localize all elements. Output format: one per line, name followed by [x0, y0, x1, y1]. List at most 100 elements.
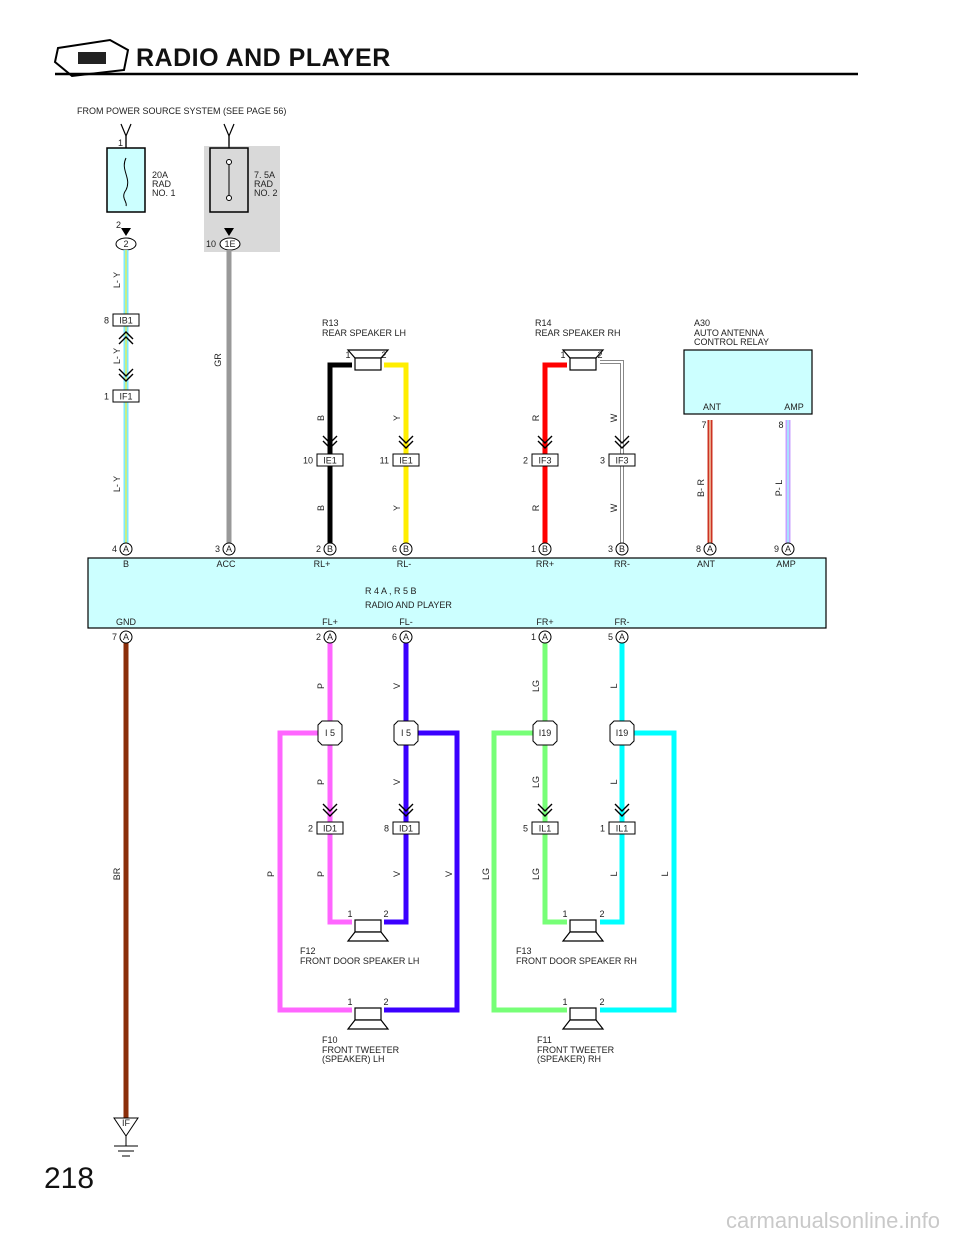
- front-speaker-pin-3: 2: [599, 909, 604, 919]
- wire-color-label-11: W: [609, 503, 619, 512]
- connector-id1-a: [316, 821, 344, 835]
- connector-ib1-pin: 8: [104, 316, 109, 326]
- unit-pin-B-num: 4: [112, 544, 117, 554]
- rear-speaker-rh: [569, 357, 597, 371]
- connector-ib1-label: IB1: [119, 316, 133, 326]
- rear-speaker-pin-3: 2: [597, 350, 602, 360]
- fuse-rad1-arrow: [121, 228, 131, 236]
- connector-ib1-chevron: [118, 336, 134, 345]
- connector-il1-a: [531, 821, 559, 835]
- radio-player-code: R 4 A , R 5 B: [365, 586, 417, 596]
- rear-speaker-lh-id: R13: [322, 318, 339, 328]
- fuse-rad2-label: NO. 2: [254, 188, 278, 198]
- wire-lg: [542, 643, 567, 925]
- connector-ie1-a-pin: 10: [303, 456, 313, 466]
- front-speaker-pin-4: 1: [347, 997, 352, 1007]
- wire-r: [542, 362, 567, 543]
- radio-player-icon: [53, 38, 130, 78]
- connector-id1-a-label: ID1: [323, 824, 337, 834]
- unit-pin-name-FR+: FR+: [536, 617, 553, 627]
- wire-color-label-15: P: [316, 683, 326, 689]
- unit-pin-FL--conn: A: [403, 632, 409, 642]
- connector-if3-a-chevron: [537, 440, 553, 449]
- front-door-speaker-lh-cone: [346, 931, 390, 942]
- unit-pin-RR+-num: 1: [531, 544, 536, 554]
- connector-il1-b-label: IL1: [616, 824, 629, 834]
- wire-color-label-12: B- R: [696, 478, 706, 497]
- wire-color-label-26: LG: [481, 868, 491, 880]
- unit-pin-B-conn: A: [123, 544, 129, 554]
- connector-id1-b-chevron: [398, 808, 414, 817]
- unit-pin-name-GND: GND: [116, 617, 137, 627]
- fuse-rad2-pin: 10: [206, 239, 216, 249]
- radio-icon-display: [78, 52, 106, 64]
- wire-color-label-16: P: [316, 779, 326, 785]
- ground-connector: [113, 1117, 139, 1137]
- front-door-speaker-lh-id: F12: [300, 946, 316, 956]
- unit-pin-RL+-num: 2: [316, 544, 321, 554]
- unit-pin-FR+-conn: A: [542, 632, 548, 642]
- unit-pin-name-ACC: ACC: [216, 559, 236, 569]
- unit-pin-GND: [119, 630, 133, 644]
- wire-color-label-20: V: [392, 779, 402, 785]
- connector-ie1-a-chevron: [322, 435, 338, 444]
- power-source-label: FROM POWER SOURCE SYSTEM (SEE PAGE 56): [77, 106, 286, 116]
- connector-if1: [112, 389, 140, 403]
- front-speaker-pin-7: 2: [599, 997, 604, 1007]
- connector-if3-a-pin: 2: [523, 456, 528, 466]
- unit-pin-name-B: B: [123, 559, 129, 569]
- front-door-speaker-rh: [569, 919, 597, 933]
- unit-pin-FR+: [538, 630, 552, 644]
- wire-color-label-2: L- Y: [112, 476, 122, 492]
- connector-il1-b-pin: 1: [600, 824, 605, 834]
- unit-pin-FR--conn: A: [619, 632, 625, 642]
- connector-ie1-a-chevron: [322, 440, 338, 449]
- junction-connector-2-label: I19: [539, 728, 552, 738]
- power-arrow-0: [120, 123, 132, 138]
- power-arrow-1: [223, 123, 235, 138]
- unit-pin-GND-num: 7: [112, 632, 117, 642]
- page-number: 218: [44, 1162, 95, 1195]
- connector-id1-b-label: ID1: [399, 824, 413, 834]
- unit-pin-RR+: [538, 542, 552, 556]
- junction-connector-0-label: I 5: [325, 728, 335, 738]
- connector-if1-pin: 1: [104, 392, 109, 402]
- unit-pin-name-FL+: FL+: [322, 617, 338, 627]
- front-tweeter-rh-name: (SPEAKER) RH: [537, 1054, 601, 1064]
- unit-pin-FR+-num: 1: [531, 632, 536, 642]
- watermark: carmanualsonline.info: [725, 1208, 940, 1233]
- connector-il1-a-label: IL1: [539, 824, 552, 834]
- rear-speaker-lh-name: REAR SPEAKER LH: [322, 328, 406, 338]
- radio-player-unit: [87, 557, 827, 629]
- wire-color-label-18: P: [266, 871, 276, 877]
- wire-color-label-29: L: [609, 871, 619, 876]
- wire-color-label-28: L: [609, 779, 619, 784]
- relay-name: AUTO ANTENNA: [694, 328, 764, 338]
- unit-pin-AMP: [781, 542, 795, 556]
- unit-pin-FL+: [323, 630, 337, 644]
- unit-pin-B: [119, 542, 133, 556]
- wire-color-label-4: B: [316, 415, 326, 421]
- rear-speaker-pin-0: 1: [345, 350, 350, 360]
- rear-speaker-rh-name: REAR SPEAKER RH: [535, 328, 621, 338]
- fuse-rad1-label: RAD: [152, 179, 172, 189]
- connector-ie1-b-pin: 11: [380, 456, 389, 466]
- wire-color-label-21: V: [392, 871, 402, 877]
- connector-ie1-b-chevron: [398, 435, 414, 444]
- connector-il1-b: [608, 821, 636, 835]
- unit-pin-ACC-conn: A: [226, 544, 232, 554]
- unit-pin-RR--num: 3: [608, 544, 613, 554]
- connector-if3-a: [531, 453, 559, 467]
- unit-pin-RL-: [399, 542, 413, 556]
- front-speaker-pin-2: 1: [562, 909, 567, 919]
- fuse-rad1-connector-label: 2: [123, 239, 128, 249]
- front-tweeter-rh-cone: [561, 1019, 605, 1030]
- fuse-rad1-top-pin: 1: [118, 138, 123, 148]
- wire-color-label-10: W: [609, 413, 619, 422]
- connector-id1-b-pin: 8: [384, 824, 389, 834]
- front-tweeter-lh-id: F10: [322, 1035, 338, 1045]
- wire-color-label-14: BR: [112, 867, 122, 880]
- wire-color-label-8: R: [531, 414, 541, 421]
- front-door-speaker-rh-name: FRONT DOOR SPEAKER RH: [516, 956, 637, 966]
